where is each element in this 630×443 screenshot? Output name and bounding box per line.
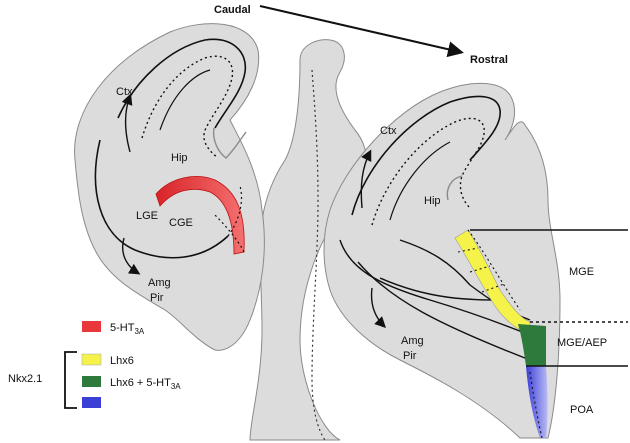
legend-swatch-yellow [81,353,102,366]
region-markers: MGE MGE/AEP POA [470,229,628,416]
region-mge-label: MGE [569,266,594,278]
legend-swatch-blue [82,397,101,408]
legend-label-red: 5-HT3A [110,322,145,336]
legend-swatch-red [82,321,101,332]
right-pir-label: Pir [403,350,417,362]
left-lge-label: LGE [136,210,158,222]
legend-bracket [64,351,77,409]
caudal-rostral-axis: Caudal Rostral [214,4,508,66]
caudal-label: Caudal [214,4,251,16]
legend: 5-HT3A Nkx2.1 Lhx6 Lhx6 + 5-HT3A [8,321,181,409]
region-poa-label: POA [570,404,594,416]
right-ctx-label: Ctx [380,125,397,137]
legend-swatch-green [82,376,101,387]
left-ctx-label: Ctx [116,86,133,98]
right-amg-label: Amg [401,335,424,347]
left-pir-label: Pir [150,292,164,304]
rostral-label: Rostral [470,54,508,66]
left-amg-label: Amg [148,277,171,289]
region-mge-aep-label: MGE/AEP [557,337,607,349]
legend-label-yellow: Lhx6 [110,355,134,367]
midline-tissue [249,39,368,441]
legend-label-green: Lhx6 + 5-HT3A [110,377,181,391]
right-hip-label: Hip [424,195,441,207]
rostral-section: Ctx Hip Amg Pir [323,82,561,439]
caudal-section: Ctx Hip LGE CGE Amg Pir [74,23,265,351]
left-hip-label: Hip [171,152,188,164]
left-cge-label: CGE [169,217,193,229]
legend-group-label: Nkx2.1 [8,373,42,385]
